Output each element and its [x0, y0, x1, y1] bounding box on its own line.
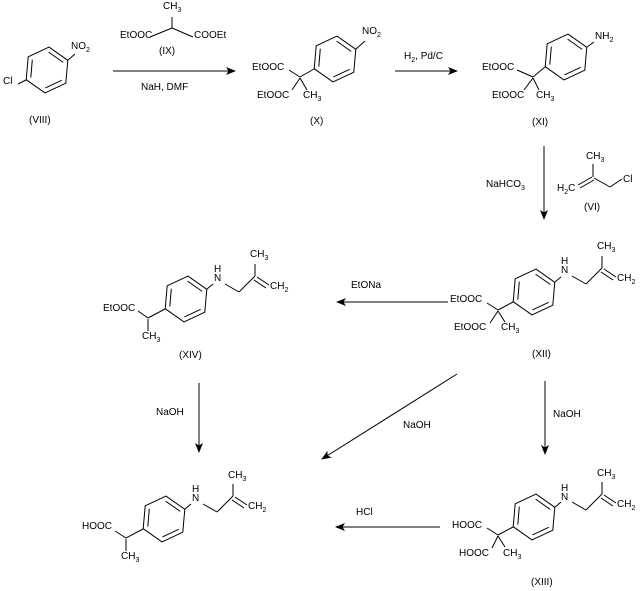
x-ch3-label: CH3 [303, 90, 322, 103]
xiii-ch2-label: CH2 [617, 499, 636, 512]
xiv-nh-n-label: N [214, 273, 222, 284]
xi-nh2-label: NH2 [595, 31, 614, 44]
compound-xii-skeleton [486, 256, 617, 324]
xi-ch3-label: CH3 [536, 90, 555, 103]
xiii-hooc-bottom-label: HOOC [459, 548, 489, 559]
step2-reagent-label: H2, Pd/C [404, 51, 443, 64]
xiv-etooc-label: EtOOC [103, 303, 136, 314]
ix-etooc-label: EtOOC [120, 30, 153, 41]
xii-ch2-label: CH2 [617, 273, 636, 286]
reagent-ix-skeleton [149, 17, 194, 38]
x-etooc-top-label: EtOOC [252, 62, 285, 73]
xiv-nh-h-label: H [214, 264, 222, 275]
xiii-id-label: (XIII) [531, 577, 553, 588]
xiii-nh-h-label: H [561, 483, 569, 494]
x-id-label: (X) [310, 116, 324, 127]
xiv-allyl-ch3-label: CH3 [250, 249, 269, 262]
viii-id-label: (VIII) [29, 115, 51, 126]
product-hooc-label: HOOC [82, 521, 112, 532]
xiv-id-label: (XIV) [179, 350, 202, 361]
xii-etooc-bottom-label: EtOOC [454, 322, 487, 333]
xiv-ch3-label: CH3 [142, 331, 161, 344]
step7-reagent-label: NaOH [553, 409, 581, 420]
compound-viii-skeleton [17, 46, 76, 94]
step1-reagent-label: NaH, DMF [141, 82, 189, 93]
vi-id-label: (VI) [584, 202, 601, 213]
compound-x-skeleton [288, 35, 366, 91]
xi-id-label: (XI) [532, 117, 549, 128]
x-etooc-bottom-label: EtOOC [257, 90, 290, 101]
ix-ch3-label: CH3 [163, 1, 182, 14]
xii-etooc-top-label: EtOOC [450, 294, 483, 305]
xii-allyl-ch3-label: CH3 [597, 241, 616, 254]
xii-ch3-label: CH3 [501, 322, 520, 335]
xiii-allyl-ch3-label: CH3 [597, 468, 616, 481]
step3-reagent-label: NaHCO3 [486, 179, 525, 192]
product-skeleton [114, 484, 248, 551]
compound-vi-skeleton [577, 164, 623, 189]
xi-etooc-bottom-label: EtOOC [492, 90, 525, 101]
xii-nh-h-label: H [561, 256, 569, 267]
x-no2-label: NO2 [362, 26, 381, 39]
compound-xiv-skeleton [137, 264, 270, 331]
compound-xiii-skeleton [486, 482, 617, 549]
step5-reagent-label: NaOH [156, 407, 184, 418]
xii-id-label: (XII) [532, 349, 551, 360]
vi-h2c-label: H2C [557, 183, 576, 196]
viii-no2-label: NO2 [71, 41, 90, 54]
ix-id-label: (IX) [159, 46, 176, 57]
step6-reagent-label: NaOH [403, 420, 431, 431]
compound-xi-skeleton [516, 33, 595, 91]
xi-etooc-top-label: EtOOC [482, 62, 515, 73]
step4-reagent-label: EtONa [351, 280, 382, 291]
xiv-ch2-label: CH2 [270, 281, 289, 294]
xiii-ch3-label: CH3 [503, 548, 522, 561]
ix-cooet-label: COOEt [194, 30, 227, 41]
product-allyl-ch3-label: CH3 [228, 470, 247, 483]
step8-reagent-label: HCl [356, 507, 373, 518]
vi-ch3-label: CH3 [586, 151, 605, 164]
product-ch3-label: CH3 [121, 551, 140, 564]
product-nh-n-label: N [192, 493, 200, 504]
vi-cl-label: Cl [623, 174, 633, 185]
xiii-nh-n-label: N [561, 492, 569, 503]
viii-cl-label: Cl [3, 76, 13, 87]
xii-nh-n-label: N [561, 265, 569, 276]
step6-arrow [321, 373, 458, 460]
product-nh-h-label: H [192, 484, 200, 495]
product-ch2-label: CH2 [248, 501, 267, 514]
xiii-hooc-top-label: HOOC [452, 520, 482, 531]
